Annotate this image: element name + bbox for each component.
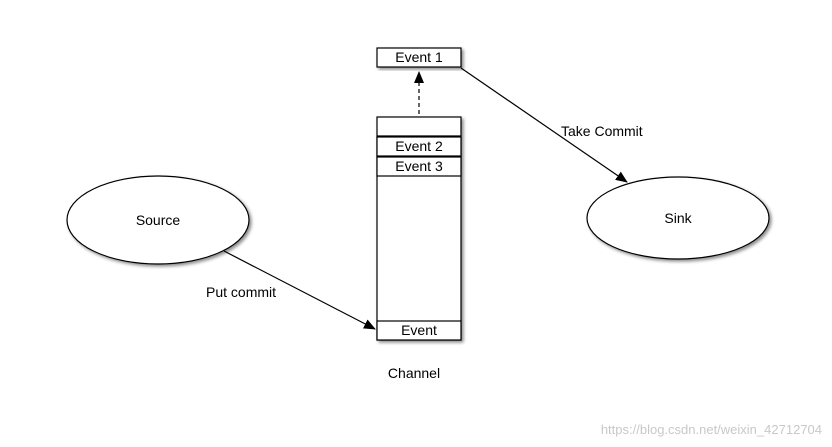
event-3-label: Event 3 [395, 158, 443, 174]
event-top-label: Event 1 [395, 49, 443, 65]
event-top-node: Event 1 [376, 47, 462, 68]
put-commit-edge: Put commit [206, 250, 376, 330]
event-3-cell: Event 3 [376, 156, 462, 177]
source-label: Source [136, 212, 181, 228]
event-bottom-label: Event [401, 322, 437, 338]
put-commit-label: Put commit [206, 284, 276, 300]
watermark-text: https://blog.csdn.net/weixin_42712704 [601, 422, 822, 437]
put-commit-line [223, 250, 376, 330]
sink-node: Sink [586, 176, 770, 260]
source-ellipse [66, 175, 250, 265]
event-bottom-box [376, 320, 462, 341]
sink-label: Sink [664, 210, 692, 226]
event-top-box [376, 47, 462, 68]
event-bottom-cell: Event [376, 320, 462, 341]
event-2-label: Event 2 [395, 138, 443, 154]
take-commit-label: Take Commit [561, 123, 643, 139]
event-3-box [376, 156, 462, 177]
event-2-cell: Event 2 [376, 136, 462, 157]
take-commit-edge: Take Commit [460, 67, 643, 183]
channel-node: Event 2 Event 3 Event Channel [376, 116, 462, 381]
take-commit-line [460, 67, 628, 183]
source-node: Source [66, 175, 250, 265]
event-2-box [376, 136, 462, 157]
channel-label: Channel [388, 365, 440, 381]
sink-ellipse [586, 176, 770, 260]
